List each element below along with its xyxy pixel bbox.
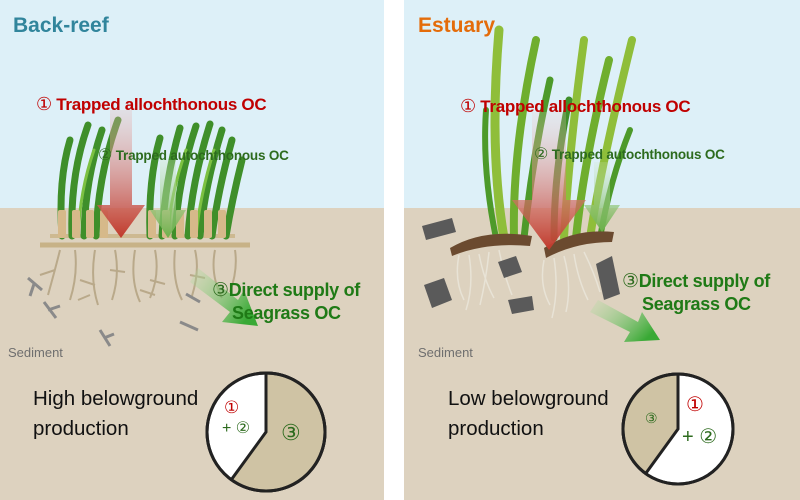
label-autochthonous-text: Trapped autochthonous OC bbox=[115, 148, 289, 163]
marker-3: ③ bbox=[622, 271, 639, 292]
panel-title: Estuary bbox=[418, 14, 496, 37]
label-direct-supply-line1: Direct supply of bbox=[228, 280, 361, 300]
detritus-fragments bbox=[27, 276, 201, 347]
estuary-illustration bbox=[422, 25, 735, 486]
estuary-panel: Estuary ① Trapped allochthonous OC ② Tra… bbox=[404, 0, 800, 500]
label-direct-supply-line1: Direct supply of bbox=[638, 271, 771, 291]
down-arrow-allochthonous bbox=[512, 112, 586, 250]
label-allochthonous-text: Trapped allochthonous OC bbox=[56, 95, 267, 114]
label-allochthonous: ① Trapped allochthonous OC bbox=[460, 96, 691, 117]
down-arrow-allochthonous bbox=[97, 110, 145, 238]
production-label: Low belowground production bbox=[448, 387, 609, 440]
pie-label-1: ① bbox=[224, 398, 240, 417]
panel-title: Back-reef bbox=[13, 14, 109, 37]
label-direct-supply-line2: Seagrass OC bbox=[232, 303, 341, 323]
pie-label-3: ③ bbox=[645, 410, 658, 426]
production-label: High belowground production bbox=[33, 387, 199, 440]
detritus-fragments bbox=[422, 218, 620, 314]
label-allochthonous-text: Trapped allochthonous OC bbox=[480, 97, 691, 116]
diagonal-arrow-supply bbox=[590, 300, 660, 342]
down-arrow-autochthonous bbox=[584, 162, 620, 232]
label-autochthonous: ② Trapped autochthonous OC bbox=[98, 145, 289, 165]
sediment-label: Sediment bbox=[8, 345, 63, 360]
label-autochthonous-text: Trapped autochthonous OC bbox=[551, 147, 725, 162]
pie-chart-estuary bbox=[621, 372, 735, 486]
label-direct-supply: ③Direct supply of Seagrass OC bbox=[622, 270, 770, 315]
label-direct-supply-line2: Seagrass OC bbox=[642, 294, 751, 314]
marker-3: ③ bbox=[212, 280, 229, 301]
back-reef-illustration bbox=[27, 110, 327, 493]
diagonal-arrow-supply bbox=[190, 268, 258, 326]
marker-2: ② bbox=[534, 146, 549, 163]
marker-1: ① bbox=[36, 94, 52, 114]
marker-1: ① bbox=[460, 96, 476, 116]
root-rhizome bbox=[450, 231, 614, 258]
pie-label-1: ① bbox=[686, 394, 704, 416]
pie-chart-back-reef bbox=[205, 371, 327, 493]
label-allochthonous: ① Trapped allochthonous OC bbox=[36, 94, 267, 115]
back-reef-panel: Back-reef ① Trapped allochthonous OC ② T… bbox=[0, 0, 384, 500]
pie-label-3: ③ bbox=[281, 420, 301, 445]
down-arrow-autochthonous bbox=[150, 160, 186, 238]
marker-2: ② bbox=[98, 147, 113, 164]
pie-label-plus-2: + ② bbox=[222, 420, 251, 437]
label-autochthonous: ② Trapped autochthonous OC bbox=[534, 144, 725, 164]
sediment-label: Sediment bbox=[418, 345, 473, 360]
pie-label-plus-2: + ② bbox=[682, 426, 718, 448]
label-direct-supply: ③Direct supply of Seagrass OC bbox=[212, 279, 360, 324]
